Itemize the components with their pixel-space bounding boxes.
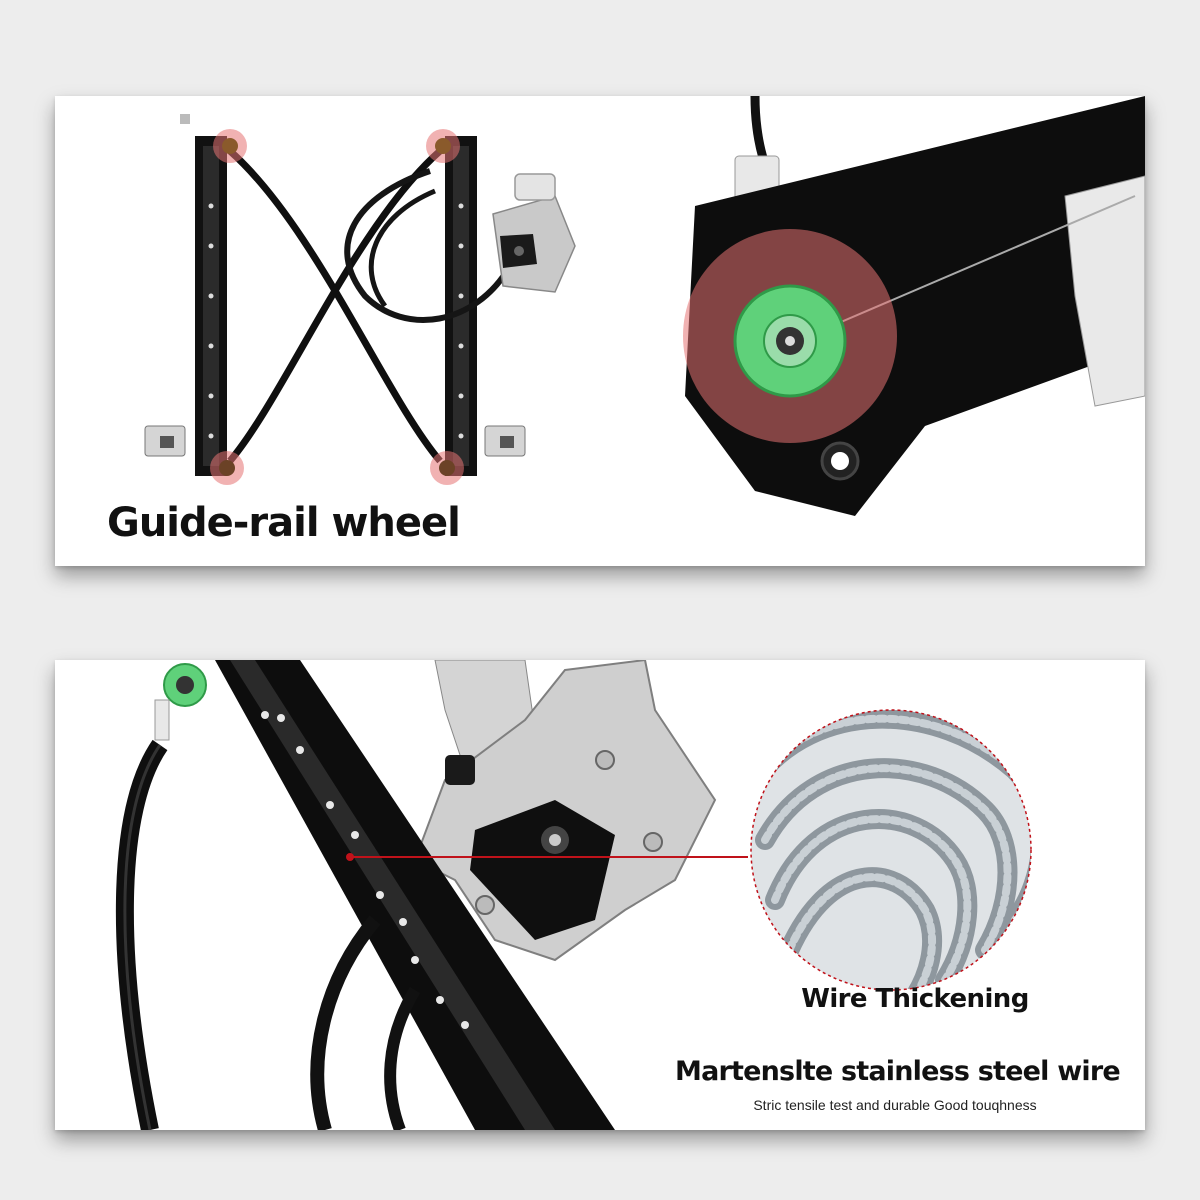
regulator-assembly (144, 114, 576, 485)
motor-bracket-closeup (413, 660, 717, 962)
motor-bracket (492, 173, 576, 293)
bottom-panel: Wire Thickening Martenslte stainless ste… (55, 660, 1145, 1130)
steel-wire-description: Stric tensile test and durable Good touq… (753, 1097, 1037, 1113)
window-regulator-illustration (144, 96, 1145, 516)
wire-thickening-heading: Wire Thickening (801, 984, 1029, 1014)
guide-rail-wheel-caption: Guide-rail wheel (107, 500, 461, 546)
detail-pointer (346, 853, 748, 861)
rail-closeup (115, 660, 615, 1130)
top-panel: Guide-rail wheel (55, 96, 1145, 566)
steel-wire-subheading: Martenslte stainless steel wire (675, 1056, 1121, 1087)
guide-wheel-closeup (683, 96, 1145, 516)
steel-wire-magnifier (750, 709, 1032, 991)
steel-wire-illustration (115, 660, 1032, 1130)
wheel-highlights (210, 129, 464, 485)
